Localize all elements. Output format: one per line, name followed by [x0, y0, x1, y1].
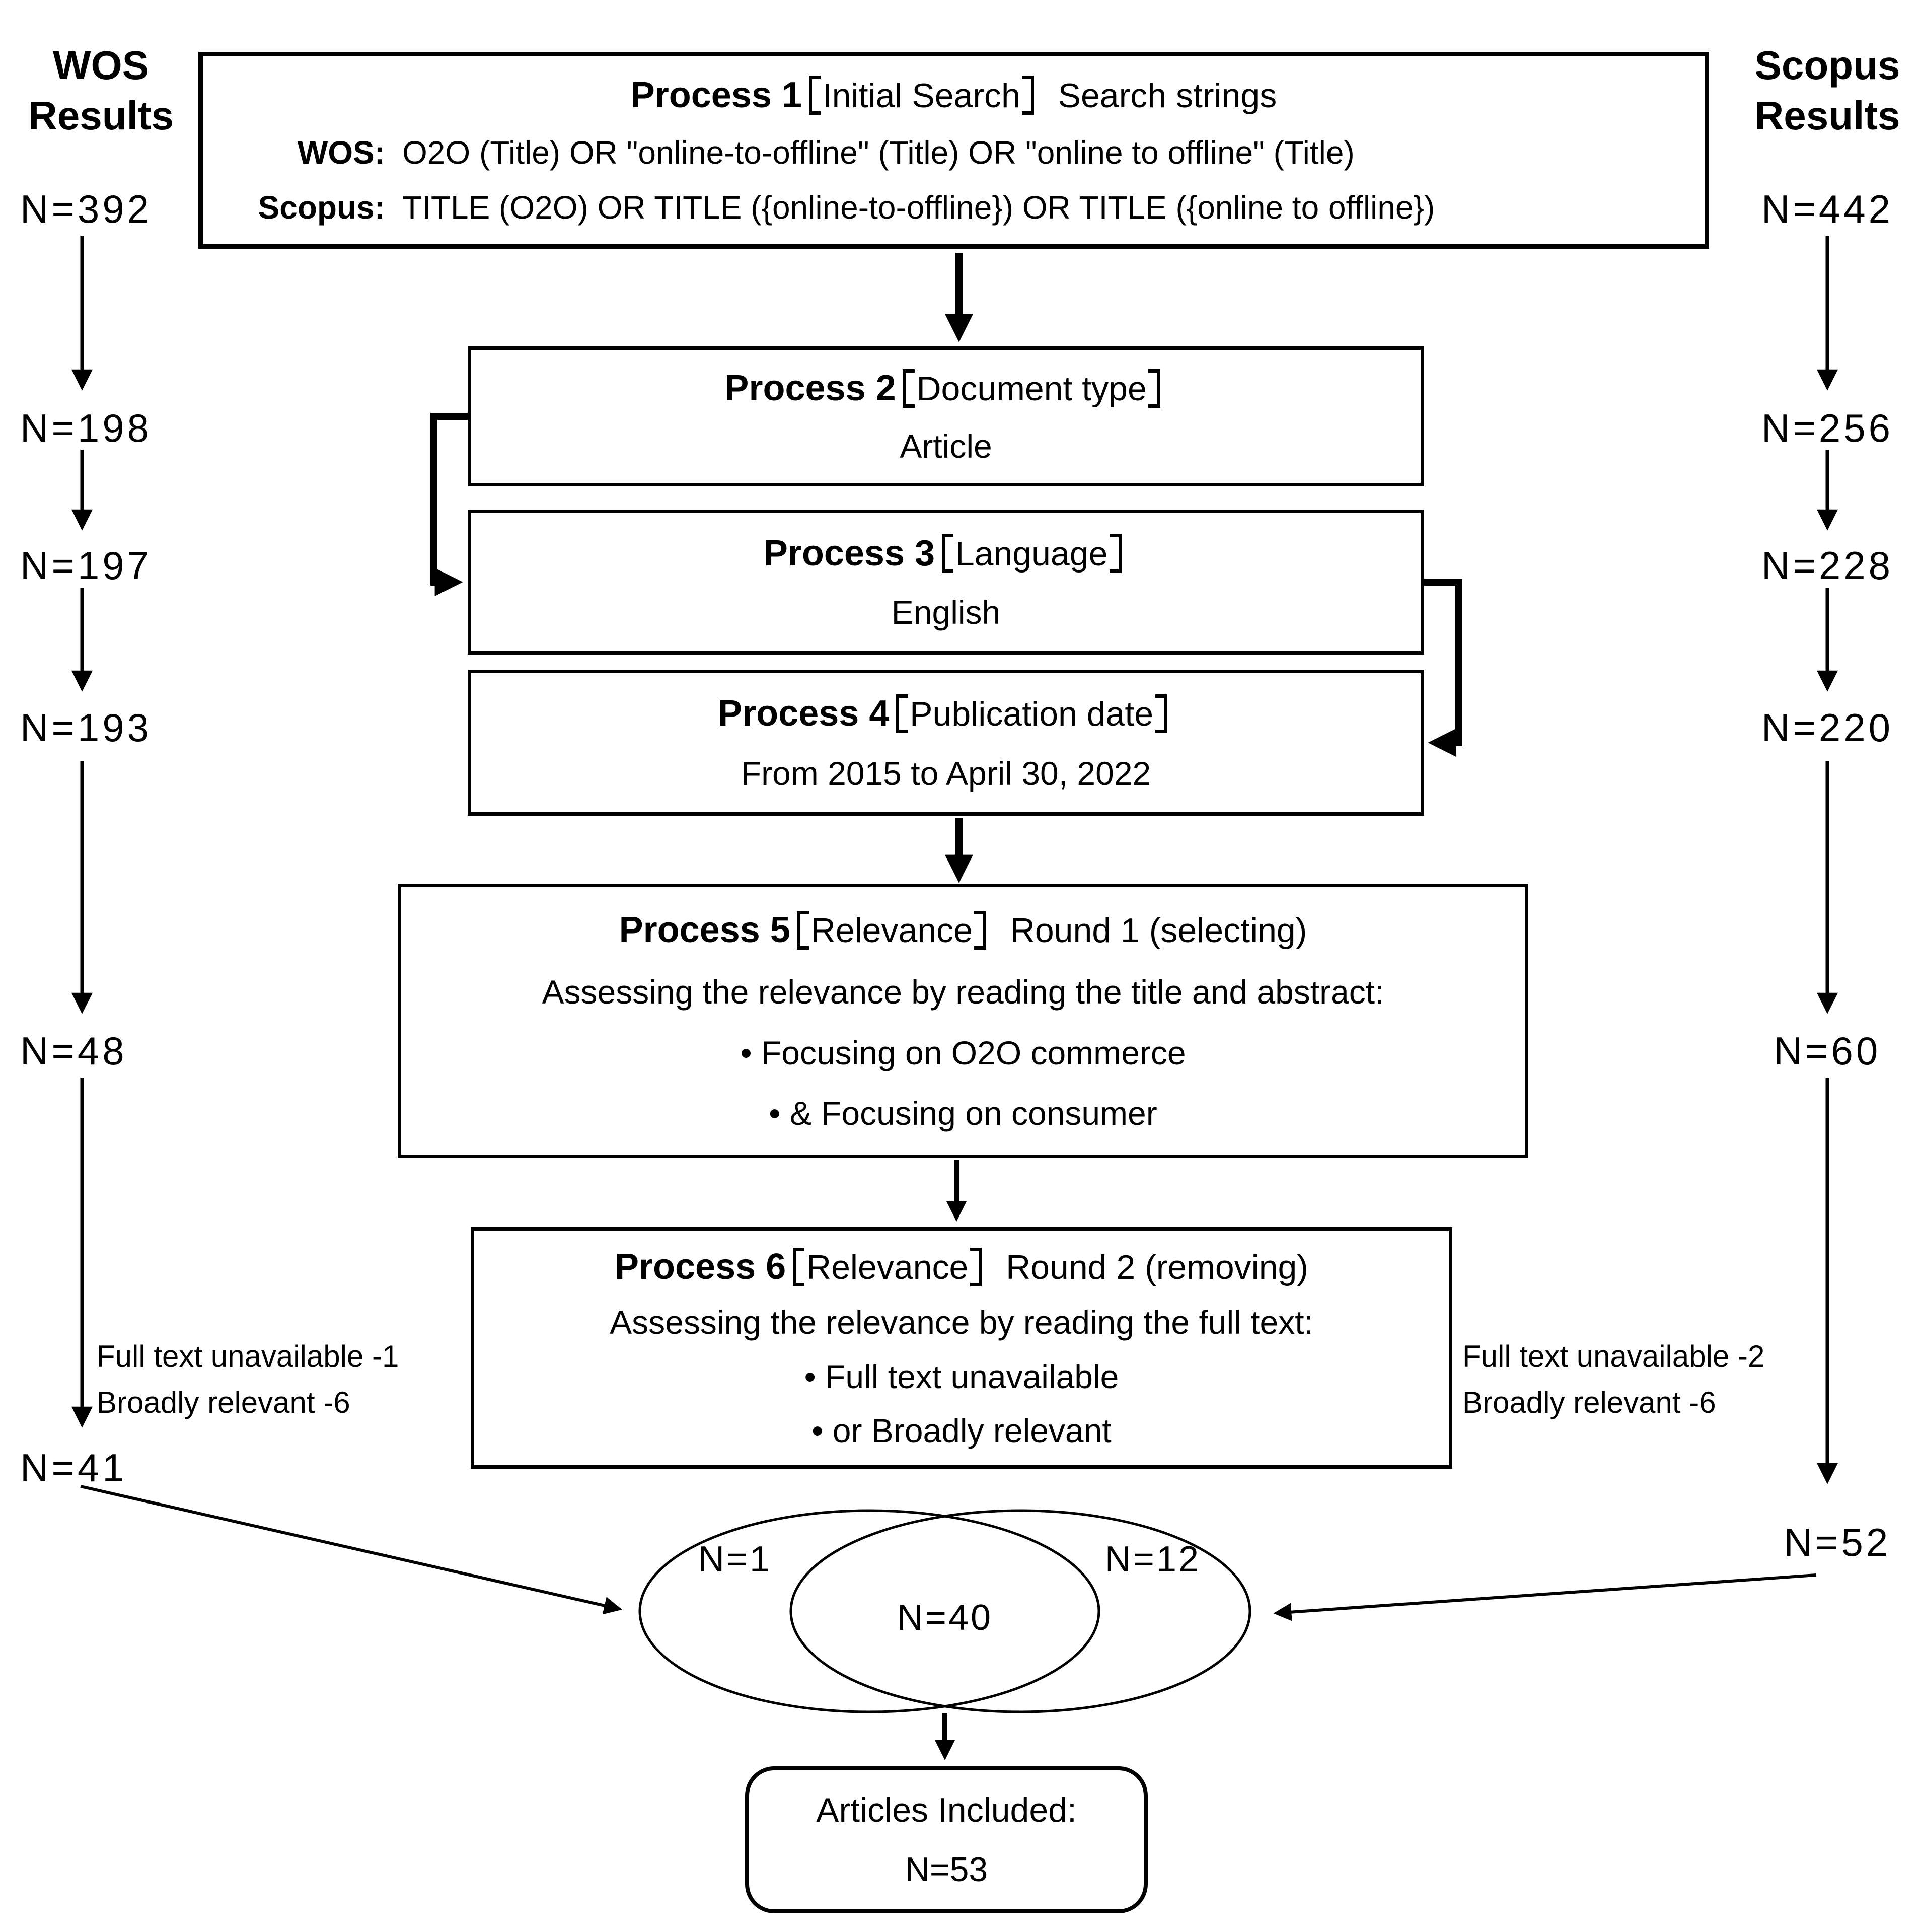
- process2-title: Process 2 Document type: [724, 368, 1167, 409]
- wos-count-final: N=41: [20, 1446, 127, 1490]
- process6-suffix: Round 2 (removing): [1006, 1248, 1309, 1287]
- scopus-count-final: N=52: [1784, 1520, 1891, 1564]
- venn-scopus-ellipse: [789, 1509, 1251, 1713]
- process6-box: Process 6 Relevance Round 2 (removing) Ass…: [471, 1227, 1452, 1469]
- process3-box: Process 3 Language English: [468, 510, 1424, 655]
- scopus-count-pubdate: N=220: [1761, 705, 1894, 750]
- connector-process3-to-process4: [1424, 579, 1462, 757]
- scopus-count-initial: N=442: [1761, 187, 1894, 231]
- process2-name: Process 2: [724, 368, 896, 409]
- process5-category: Relevance: [810, 911, 973, 950]
- left-lenticular-bracket-icon: [808, 76, 821, 115]
- process5-name: Process 5: [619, 910, 790, 951]
- process4-name: Process 4: [718, 693, 890, 734]
- wos-count-doctype: N=198: [20, 406, 153, 450]
- arrow-wos41-to-venn: [80, 1485, 622, 1615]
- process2-category: Document type: [916, 370, 1147, 408]
- scopus-count-language: N=228: [1761, 543, 1894, 588]
- process6-bullet-2: • or Broadly relevant: [811, 1411, 1112, 1449]
- scopus-count-doctype: N=256: [1761, 406, 1894, 450]
- scopus-query-string: TITLE (O2O) OR TITLE ({online-to-offline…: [402, 189, 1435, 226]
- wos-query-string: O2O (Title) OR "online-to-offline" (Titl…: [402, 134, 1355, 171]
- wos-removal-broad: Broadly relevant -6: [97, 1386, 350, 1419]
- process4-box: Process 4 Publication date From 2015 to A…: [468, 670, 1424, 816]
- wos-count-pubdate: N=193: [20, 705, 153, 750]
- process4-body: From 2015 to April 30, 2022: [741, 754, 1151, 792]
- process5-suffix: Round 1 (selecting): [1010, 911, 1307, 950]
- process3-name: Process 3: [763, 533, 935, 574]
- scopus-removal-broad: Broadly relevant -6: [1462, 1386, 1716, 1419]
- process3-title: Process 3 Language: [764, 533, 1128, 574]
- venn-wos-ellipse: [638, 1509, 1100, 1713]
- arrow-scopus52-to-venn: [1273, 1573, 1817, 1621]
- wos-results-header: WOS Results: [14, 40, 188, 141]
- process1-scopus-query: Scopus: TITLE (O2O) OR TITLE ({online-to…: [203, 189, 1705, 226]
- process5-box: Process 5 Relevance Round 1 (selecting) As…: [398, 884, 1528, 1158]
- right-lenticular-bracket-icon: [974, 910, 987, 950]
- process6-name: Process 6: [614, 1247, 786, 1287]
- wos-removals-note: Full text unavailable -1 Broadly relevan…: [97, 1333, 399, 1426]
- process1-suffix: Search strings: [1058, 76, 1277, 115]
- wos-count-round1: N=48: [20, 1029, 127, 1073]
- scopus-results-header: Scopus Results: [1737, 40, 1918, 141]
- process3-category: Language: [955, 534, 1108, 573]
- process4-title: Process 4 Publication date: [718, 693, 1174, 734]
- process4-category: Publication date: [910, 695, 1154, 734]
- left-lenticular-bracket-icon: [903, 369, 915, 408]
- process6-category: Relevance: [806, 1248, 969, 1287]
- process1-box: Process 1 Initial Search Search strings WO…: [198, 52, 1709, 249]
- process6-description: Assessing the relevance by reading the f…: [610, 1304, 1313, 1341]
- process1-wos-query: WOS: O2O (Title) OR "online-to-offline" …: [203, 134, 1705, 171]
- scopus-header-line2: Results: [1754, 93, 1900, 138]
- wos-removal-fulltext: Full text unavailable -1: [97, 1339, 399, 1373]
- articles-included-label: Articles Included:: [816, 1791, 1077, 1829]
- right-lenticular-bracket-icon: [1155, 694, 1167, 734]
- right-lenticular-bracket-icon: [970, 1247, 982, 1287]
- wos-header-line1: WOS: [52, 43, 150, 88]
- process1-category: Initial Search: [822, 76, 1020, 115]
- process2-body: Article: [900, 427, 992, 465]
- process6-bullet-1: • Full text unavailable: [804, 1357, 1119, 1395]
- articles-included-box: Articles Included: N=53: [745, 1766, 1148, 1913]
- venn-overlap-count: N=40: [897, 1598, 993, 1638]
- process5-description: Assessing the relevance by reading the t…: [542, 973, 1384, 1011]
- left-lenticular-bracket-icon: [797, 910, 809, 950]
- process6-title: Process 6 Relevance Round 2 (removing): [615, 1246, 1308, 1287]
- right-lenticular-bracket-icon: [1022, 76, 1035, 115]
- wos-query-label: WOS:: [297, 134, 385, 171]
- wos-count-language: N=197: [20, 543, 153, 588]
- process5-bullet-1: • Focusing on O2O commerce: [740, 1034, 1186, 1071]
- wos-header-line2: Results: [28, 93, 174, 138]
- left-lenticular-bracket-icon: [792, 1247, 805, 1287]
- process5-title: Process 5 Relevance Round 1 (selecting): [619, 909, 1307, 951]
- connector-process2-to-process3: [430, 413, 468, 596]
- process5-bullet-2: • & Focusing on consumer: [769, 1094, 1157, 1132]
- venn-scopus-only-count: N=12: [1104, 1539, 1201, 1580]
- scopus-removals-note: Full text unavailable -2 Broadly relevan…: [1462, 1333, 1764, 1426]
- process2-box: Process 2 Document type Article: [468, 346, 1424, 486]
- right-lenticular-bracket-icon: [1109, 534, 1122, 573]
- wos-count-initial: N=392: [20, 187, 153, 231]
- scopus-removal-fulltext: Full text unavailable -2: [1462, 1339, 1765, 1373]
- scopus-header-line1: Scopus: [1754, 43, 1900, 88]
- process3-body: English: [891, 594, 1001, 631]
- left-lenticular-bracket-icon: [896, 694, 909, 734]
- venn-wos-only-count: N=1: [698, 1539, 772, 1580]
- process1-title: Process 1 Initial Search Search strings: [631, 75, 1277, 116]
- scopus-count-round1: N=60: [1774, 1029, 1881, 1073]
- left-lenticular-bracket-icon: [941, 534, 954, 573]
- scopus-query-label: Scopus:: [258, 189, 385, 226]
- right-lenticular-bracket-icon: [1148, 369, 1160, 408]
- articles-included-count: N=53: [905, 1850, 988, 1889]
- process1-name: Process 1: [630, 75, 802, 115]
